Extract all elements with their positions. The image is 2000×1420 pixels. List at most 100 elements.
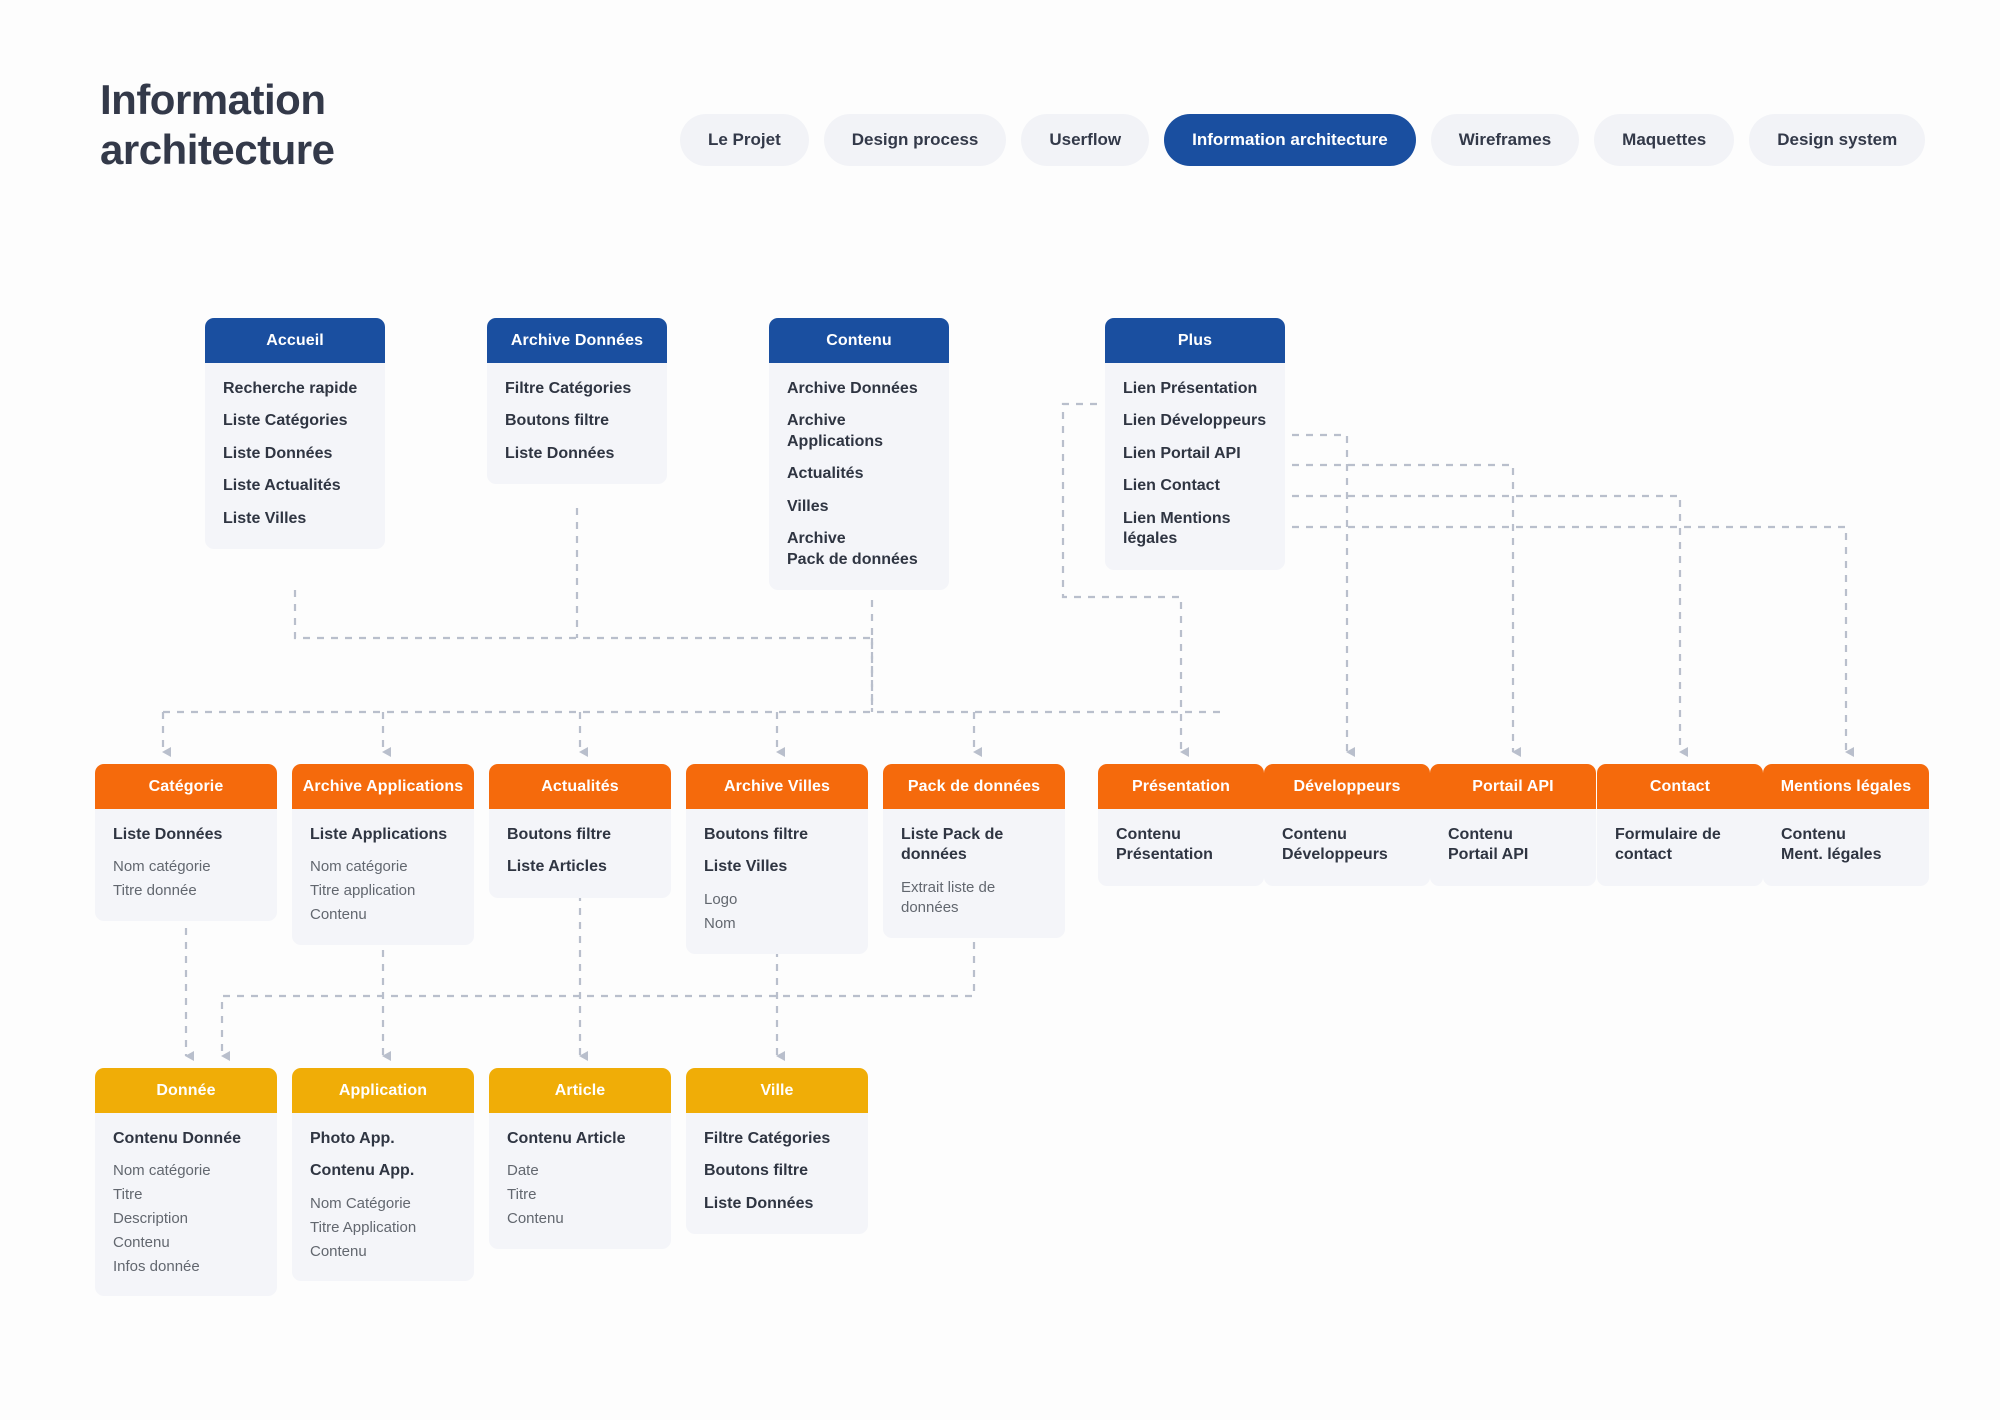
card-row: Contenu Portail API	[1448, 826, 1529, 864]
card-title: Pack de données	[883, 764, 1065, 809]
card-row: Contenu Présentation	[1116, 826, 1213, 864]
card-row: Liste Articles	[507, 858, 607, 876]
card-row: Actualités	[787, 465, 864, 483]
card-row: Boutons filtre	[507, 826, 611, 843]
card-title: Contact	[1597, 764, 1763, 809]
card-row: Lien Présentation	[1123, 380, 1258, 397]
nav-pill-design-system[interactable]: Design system	[1749, 114, 1926, 166]
card-title: Présentation	[1098, 764, 1264, 809]
card-row: Lien Mentions légales	[1123, 509, 1231, 548]
card-row: Lien Développeurs	[1123, 412, 1267, 430]
card-row: Archive Données	[787, 380, 918, 397]
card-body: Formulaire de contact	[1597, 809, 1763, 886]
nav-pill-wireframes[interactable]: Wireframes	[1430, 114, 1580, 166]
card-row: Contenu	[113, 1233, 170, 1251]
nav-pill-information-architecture[interactable]: Information architecture	[1164, 114, 1416, 166]
card-row: Date	[507, 1162, 539, 1180]
card-title: Portail API	[1430, 764, 1596, 809]
card-row: Boutons filtre	[704, 826, 808, 843]
card-title: Article	[489, 1068, 671, 1113]
card-row: Titre donnée	[113, 882, 197, 900]
card-row: Liste Pack de données	[901, 826, 1004, 864]
card-row: Nom	[704, 914, 736, 932]
card-row: Formulaire de contact	[1615, 826, 1721, 864]
card-row: Contenu Donnée	[113, 1130, 241, 1147]
card-row: Lien Contact	[1123, 477, 1220, 495]
card-title: Développeurs	[1264, 764, 1430, 809]
card-row: Photo App.	[310, 1130, 395, 1147]
card-body: Contenu Présentation	[1098, 809, 1264, 886]
card-body: Contenu Ment. légales	[1763, 809, 1929, 886]
card-row: Liste Villes	[223, 509, 307, 527]
card-row: Contenu	[310, 906, 367, 924]
card-row: Recherche rapide	[223, 380, 358, 397]
card-title: Actualités	[489, 764, 671, 809]
card-row: Infos donnée	[113, 1257, 200, 1275]
card-row: Nom catégorie	[113, 858, 211, 876]
card-row: Boutons filtre	[505, 412, 609, 430]
nav-pill-design-process[interactable]: Design process	[823, 114, 1007, 166]
card-row: Contenu	[310, 1242, 367, 1260]
nav-pill-le-projet[interactable]: Le Projet	[680, 114, 809, 166]
card-row: Liste Données	[505, 444, 615, 462]
card-portail-api[interactable]: Portail API Contenu Portail API	[1430, 764, 1596, 886]
card-row: Contenu Article	[507, 1130, 626, 1147]
card-row: Nom catégorie	[310, 858, 408, 876]
card-row: Villes	[787, 497, 829, 515]
card-row: Filtre Catégories	[704, 1130, 831, 1147]
card-row: Titre	[507, 1186, 537, 1204]
card-title: Archive Données	[487, 318, 667, 363]
card-title: Mentions légales	[1763, 764, 1929, 809]
card-row: Liste Données	[704, 1194, 814, 1212]
card-row: Titre Application	[310, 1218, 417, 1236]
nav-pill-maquettes[interactable]: Maquettes	[1594, 114, 1735, 166]
card-row: Titre	[113, 1186, 143, 1204]
card-row: Nom Catégorie	[310, 1194, 411, 1212]
card-title: Donnée	[95, 1068, 277, 1113]
card-title: Catégorie	[95, 764, 277, 809]
card-row: Filtre Catégories	[505, 380, 632, 397]
card-row: Contenu	[507, 1210, 564, 1228]
card-title: Archive Applications	[292, 764, 474, 809]
card-row: Archive Pack de données	[787, 530, 918, 568]
card-title: Plus	[1105, 318, 1285, 363]
card-row: Boutons filtre	[704, 1162, 808, 1180]
card-title: Archive Villes	[686, 764, 868, 809]
card-row: Archive Applications	[787, 412, 884, 450]
nav-pill-userflow[interactable]: Userflow	[1021, 114, 1150, 166]
card-row: Liste Données	[223, 444, 333, 462]
card-row: Liste Catégories	[223, 412, 348, 430]
card-row: Contenu Ment. légales	[1781, 826, 1882, 864]
page-title: Information architecture	[100, 76, 335, 173]
card-title: Application	[292, 1068, 474, 1113]
card-row: Nom catégorie	[113, 1162, 211, 1180]
